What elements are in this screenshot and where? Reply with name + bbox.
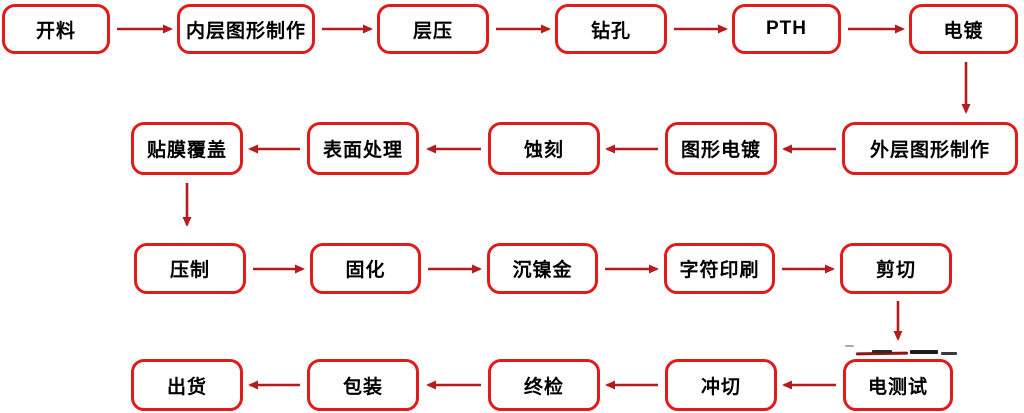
flow-node-legend-printing: 字符印刷 xyxy=(664,243,775,294)
smudge-artifact xyxy=(845,345,854,347)
flow-node-punching: 冲切 xyxy=(665,359,777,411)
smudge-artifact xyxy=(872,350,892,353)
flow-node-packaging: 包装 xyxy=(307,359,419,411)
smudge-artifact xyxy=(910,350,938,354)
flow-node-shearing: 剪切 xyxy=(840,243,952,294)
flow-node-immersion-nickel-gold: 沉镍金 xyxy=(487,243,598,294)
flow-node-pth: PTH xyxy=(732,4,841,54)
flow-node-final-inspection: 终检 xyxy=(488,359,600,411)
flow-node-drilling: 钻孔 xyxy=(555,4,667,54)
flow-node-pressing: 压制 xyxy=(134,243,246,294)
flow-node-outer-layer-pattern: 外层图形制作 xyxy=(842,122,1018,175)
flow-node-surface-treatment: 表面处理 xyxy=(307,122,419,175)
flow-node-plating: 电镀 xyxy=(909,4,1018,54)
flow-node-cutting: 开料 xyxy=(2,4,110,54)
flow-node-etching: 蚀刻 xyxy=(488,122,600,175)
flow-node-film-covering: 贴膜覆盖 xyxy=(131,122,243,175)
smudge-artifact xyxy=(941,352,957,355)
flow-node-electrical-test: 电测试 xyxy=(843,359,953,411)
flow-node-inner-layer-pattern: 内层图形制作 xyxy=(177,4,315,54)
flow-node-shipment: 出货 xyxy=(131,359,243,411)
flow-node-curing: 固化 xyxy=(310,243,421,294)
flow-node-lamination: 层压 xyxy=(377,4,489,54)
flow-node-pattern-plating: 图形电镀 xyxy=(665,122,777,175)
